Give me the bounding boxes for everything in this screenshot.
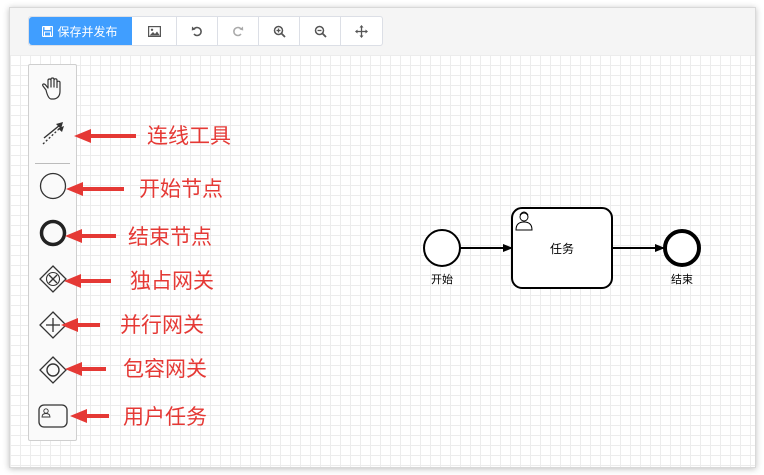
palette-separator [35, 163, 70, 164]
hand-tool[interactable] [29, 77, 76, 101]
annotation-user-task: 用户任务 [123, 405, 207, 429]
parallel-gateway-icon [38, 311, 67, 339]
start-event-icon [39, 172, 66, 200]
toolbar: 保存并发布 [28, 16, 383, 46]
tool-palette [28, 64, 77, 441]
end-event-shape[interactable] [663, 229, 701, 267]
redo-button[interactable] [218, 17, 259, 45]
move-icon [355, 24, 368, 38]
image-icon [147, 25, 161, 37]
bpmn-diagram [423, 207, 701, 289]
inclusive-gateway-icon [38, 356, 67, 384]
toolbar-area: 保存并发布 [10, 8, 755, 55]
redo-icon [233, 26, 244, 37]
zoom-out-button[interactable] [300, 17, 341, 45]
arrow-connect [74, 129, 136, 143]
annotation-arrows [61, 129, 136, 423]
annotation-parallel: 并行网关 [120, 313, 204, 337]
modeler-window: 保存并发布 [9, 7, 756, 468]
zoom-in-icon [273, 25, 286, 38]
user-icon [515, 211, 533, 231]
end-event-label: 结束 [671, 273, 693, 286]
arrow-parallel [61, 318, 100, 332]
undo-icon [191, 26, 202, 37]
parallel-gateway-tool[interactable] [29, 310, 76, 340]
annotation-start: 开始节点 [139, 177, 223, 201]
end-event-tool[interactable] [29, 218, 76, 248]
arrow-inclusive [65, 362, 106, 376]
zoom-out-icon [314, 25, 327, 38]
arrow-start [66, 182, 124, 196]
connect-tool[interactable] [29, 121, 76, 147]
move-button[interactable] [341, 17, 382, 45]
annotation-inclusive: 包容网关 [123, 357, 207, 381]
end-event-icon [39, 219, 66, 247]
save-icon [42, 25, 54, 37]
user-task-tool[interactable] [29, 403, 76, 429]
hand-icon [41, 77, 61, 100]
annotation-end: 结束节点 [128, 225, 212, 249]
user-task-icon [37, 404, 68, 428]
exclusive-gateway-tool[interactable] [29, 264, 76, 294]
zoom-in-button[interactable] [259, 17, 300, 45]
save-publish-label: 保存并发布 [57, 24, 118, 39]
start-event-label: 开始 [431, 273, 453, 286]
image-button[interactable] [132, 17, 177, 45]
annotation-exclusive: 独占网关 [130, 269, 214, 293]
save-publish-button[interactable]: 保存并发布 [29, 17, 132, 45]
diagram-canvas[interactable]: 开始 任务 结束 [10, 55, 755, 467]
connect-icon [42, 122, 64, 145]
arrow-user-task [70, 409, 109, 423]
start-event-tool[interactable] [29, 171, 76, 201]
exclusive-gateway-icon [38, 265, 67, 293]
arrow-exclusive [64, 274, 111, 288]
annotation-connect: 连线工具 [147, 124, 231, 148]
inclusive-gateway-tool[interactable] [29, 355, 76, 385]
undo-button[interactable] [177, 17, 218, 45]
arrow-end [65, 229, 116, 243]
task-label: 任务 [549, 242, 574, 256]
